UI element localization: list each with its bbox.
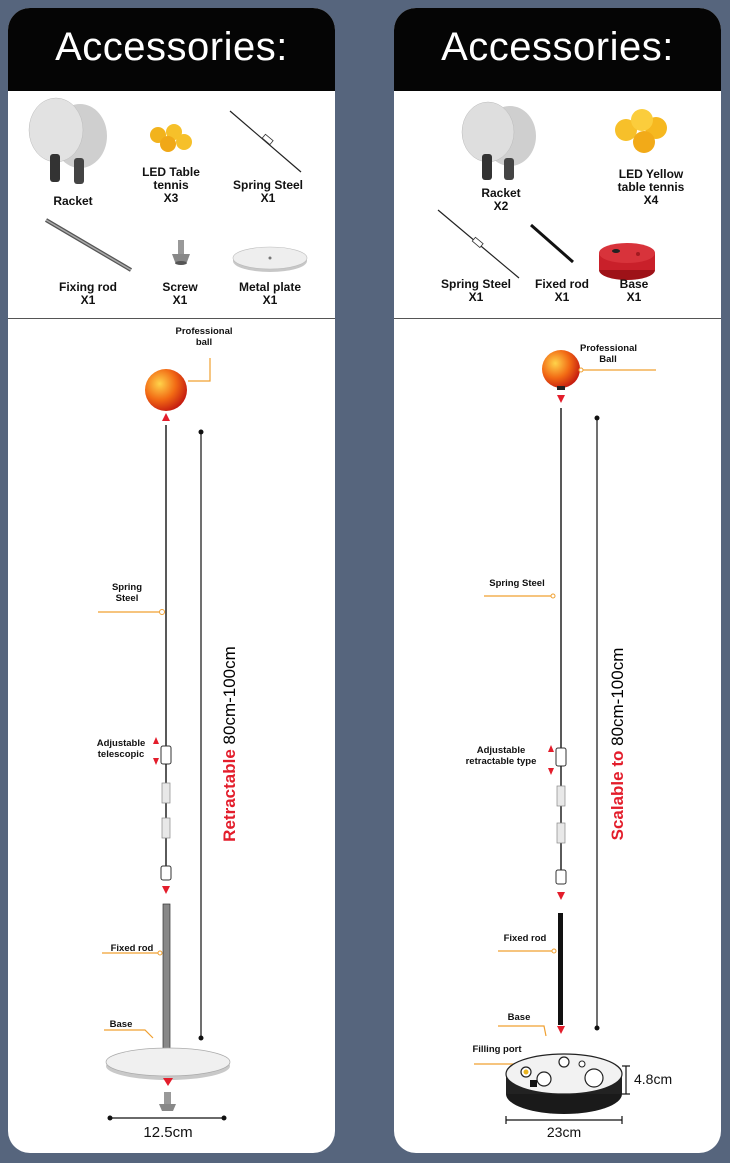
black-base-icon bbox=[505, 1053, 623, 1114]
fixed-rod-icon bbox=[530, 223, 574, 264]
callout-base: Base bbox=[507, 1012, 531, 1023]
professional-ball-icon bbox=[542, 350, 580, 390]
left-product-panel: Accessories: bbox=[8, 8, 335, 1153]
screw-icon bbox=[172, 240, 190, 265]
led-balls-icon bbox=[150, 124, 192, 152]
callout-spring-steel: Spring Steel bbox=[489, 578, 545, 589]
base-width-label: 23cm bbox=[546, 1124, 582, 1140]
base-width-label: 12.5cm bbox=[143, 1124, 193, 1141]
accessory-racket-label: Racket X2 bbox=[481, 186, 521, 213]
led-yellow-balls-icon bbox=[615, 109, 667, 153]
accessory-fixed-rod-label: Fixed rod X1 bbox=[534, 277, 589, 304]
callout-filling-port: Filling port bbox=[472, 1044, 522, 1055]
accessory-led-table-tennis-label: LED Table tennis X3 bbox=[142, 165, 200, 205]
height-range-label: Scalable to 80cm-100cm bbox=[608, 647, 627, 841]
racket-icon bbox=[28, 97, 107, 184]
accessory-spring-steel-label: Spring Steel X1 bbox=[232, 178, 303, 205]
accessory-screw-label: Screw X1 bbox=[162, 280, 198, 307]
accessory-metal-plate-label: Metal plate X1 bbox=[238, 280, 301, 307]
callout-fixed-rod: Fixed rod bbox=[110, 943, 154, 954]
callout-professional-ball: Professional Ball bbox=[580, 343, 638, 365]
spring-steel-icon bbox=[229, 110, 302, 173]
left-illustrations bbox=[28, 97, 308, 1121]
base-height-label: 4.8cm bbox=[634, 1071, 673, 1087]
spring-steel-icon bbox=[437, 209, 520, 279]
left-header: Accessories: bbox=[8, 8, 335, 91]
fixing-rod-icon bbox=[44, 218, 133, 272]
right-product-panel: Accessories: bbox=[394, 8, 721, 1153]
accessory-led-yellow-label: LED Yellow table tennis X4 bbox=[617, 167, 685, 207]
accessory-base-label: Base X1 bbox=[619, 277, 649, 304]
professional-ball-icon bbox=[145, 369, 187, 411]
callout-adjustable-telescopic: Adjustable telescopic bbox=[96, 738, 146, 760]
racket-icon bbox=[461, 101, 536, 180]
right-header: Accessories: bbox=[394, 8, 721, 91]
right-illustrations bbox=[437, 101, 667, 1124]
callout-spring-steel: Spring Steel bbox=[111, 582, 143, 604]
left-divider bbox=[8, 318, 335, 319]
accessory-spring-steel-label: Spring Steel X1 bbox=[440, 277, 511, 304]
red-base-icon bbox=[599, 243, 655, 280]
right-divider bbox=[394, 318, 721, 319]
metal-plate-icon bbox=[232, 246, 308, 272]
accessory-racket-label: Racket bbox=[53, 194, 93, 208]
accessory-fixing-rod-label: Fixing rod X1 bbox=[59, 280, 117, 307]
callout-adjustable-retractable: Adjustable retractable type bbox=[465, 745, 537, 767]
left-title: Accessories: bbox=[55, 25, 288, 69]
callout-fixed-rod: Fixed rod bbox=[503, 933, 547, 944]
right-title: Accessories: bbox=[441, 25, 674, 69]
callout-professional-ball: Professional ball bbox=[175, 326, 233, 348]
height-range-label: Retractable 80cm-100cm bbox=[220, 646, 239, 842]
callout-base: Base bbox=[109, 1019, 133, 1030]
